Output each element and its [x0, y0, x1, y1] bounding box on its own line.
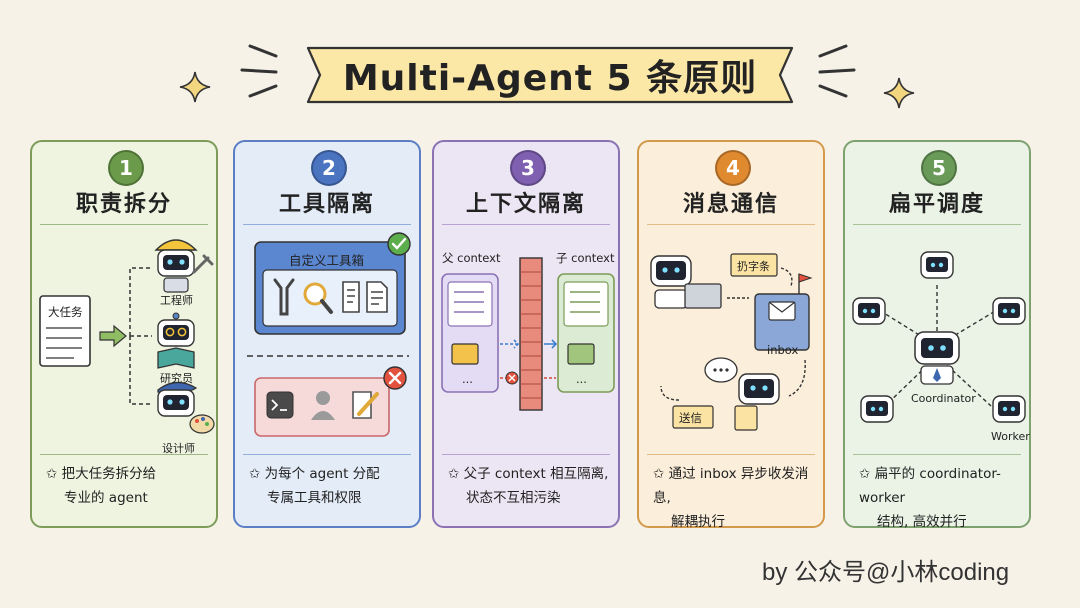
laptop-robot-icon	[650, 255, 722, 309]
footer-line: 解耦执行	[671, 514, 725, 530]
page-title: Multi-Agent 5 条原则	[342, 58, 758, 99]
parent-more-label: ...	[462, 372, 473, 386]
divider	[243, 224, 411, 225]
researcher-robot-icon	[157, 312, 195, 369]
step-number-badge: 1	[108, 150, 144, 186]
task-label: 大任务	[48, 305, 83, 319]
role-split-illustration	[39, 239, 215, 434]
worker-robot-icon	[852, 297, 886, 325]
inbox-icon	[754, 273, 813, 351]
card-footer: ✩ 为每个 agent 分配 专属工具和权限	[249, 462, 411, 510]
card-footer: ✩ 父子 context 相互隔离, 状态不互相污染	[448, 462, 610, 510]
folder-icon	[567, 343, 595, 365]
tool-isolation-illustration	[247, 232, 411, 437]
terminal-icon	[266, 391, 294, 419]
title-banner: Multi-Agent 5 条原则	[294, 40, 806, 110]
step-number-badge: 4	[715, 150, 751, 186]
wrench-icon	[273, 278, 295, 316]
divider	[40, 224, 208, 225]
card-context-isolation: 3 上下文隔离 父 context 子 context ... ... ✩ 父子…	[432, 140, 620, 528]
brick-wall-icon	[519, 257, 543, 411]
card-heading: 消息通信	[682, 192, 779, 217]
card-tool-isolation: 2 工具隔离 自定义工具箱 ✩ 为每个 agent 分配 专属工具和权限	[233, 140, 421, 528]
designer-label: 设计师	[162, 442, 195, 455]
card-heading: 上下文隔离	[465, 192, 586, 217]
flat-dispatch-illustration	[852, 251, 1026, 423]
footer-line: ✩ 为每个 agent 分配	[249, 466, 380, 482]
divider	[853, 224, 1021, 225]
toolbox-label: 自定义工具箱	[289, 253, 365, 268]
child-context-label: 子 context	[556, 251, 615, 265]
step-number-badge: 3	[510, 150, 546, 186]
card-heading: 扁平调度	[888, 192, 985, 217]
worker-robot-icon	[920, 251, 954, 279]
footer-line: 专业的 agent	[64, 490, 148, 506]
send-label: 送信	[679, 411, 702, 425]
edit-document-icon	[352, 391, 379, 419]
worker-label: Worker	[991, 430, 1030, 443]
inbox-label: inbox	[767, 343, 799, 357]
accent-strokes-left	[240, 44, 278, 98]
folder-icon	[451, 343, 479, 365]
worker-robot-icon	[860, 395, 894, 423]
worker-robot-icon	[992, 395, 1026, 423]
coordinator-label: Coordinator	[911, 392, 976, 405]
user-icon	[311, 391, 335, 420]
engineer-label: 工程师	[160, 294, 193, 307]
messaging-illustration	[650, 253, 813, 431]
banner-ribbon	[306, 46, 794, 104]
note-label: 扔字条	[737, 260, 770, 273]
document-icon	[342, 281, 360, 313]
coordinator-robot-icon	[914, 331, 960, 385]
researcher-label: 研究员	[160, 372, 193, 385]
card-messaging: 4 消息通信	[637, 140, 825, 530]
watermark: by 公众号@小林coding	[762, 559, 1010, 586]
footer-line: 状态不互相污染	[466, 490, 561, 506]
footer-line: 专属工具和权限	[267, 490, 362, 506]
divider	[40, 454, 208, 455]
divider	[442, 454, 610, 455]
reader-robot-icon	[734, 373, 780, 431]
divider	[853, 454, 1021, 455]
card-flat-dispatch: 5 扁平调度 Coordinator Worker ✩ 扁平的 coordina…	[843, 140, 1031, 530]
divider	[647, 224, 815, 225]
footer-line: ✩ 父子 context 相互隔离,	[448, 466, 609, 482]
divider	[647, 454, 815, 455]
footer-line: ✩ 通过 inbox 异步收发消息,	[653, 466, 809, 506]
divider	[243, 454, 411, 455]
designer-robot-icon	[157, 381, 215, 434]
card-role-split: 1 职责拆分	[30, 140, 218, 528]
card-footer: ✩ 通过 inbox 异步收发消息, 解耦执行	[653, 462, 815, 534]
child-more-label: ...	[576, 372, 587, 386]
footer-line: 结构, 高效并行	[877, 514, 967, 530]
footer-line: ✩ 扁平的 coordinator-worker	[859, 466, 1001, 506]
step-number-badge: 2	[311, 150, 347, 186]
accent-strokes-right	[818, 44, 856, 98]
divider	[442, 224, 610, 225]
parent-context-label: 父 context	[442, 251, 501, 265]
card-heading: 职责拆分	[75, 192, 172, 217]
card-heading: 工具隔离	[278, 192, 375, 217]
sparkle-icon	[179, 71, 211, 103]
worker-robot-icon	[992, 297, 1026, 325]
sparkle-icon	[883, 77, 915, 109]
footer-line: ✩ 把大任务拆分给	[46, 466, 157, 482]
step-number-badge: 5	[921, 150, 957, 186]
link-lines	[878, 284, 998, 407]
file-icon	[366, 281, 388, 313]
engineer-robot-icon	[154, 239, 214, 293]
magnifier-icon	[303, 282, 333, 314]
card-footer: ✩ 把大任务拆分给 专业的 agent	[46, 462, 208, 510]
context-isolation-illustration	[441, 257, 615, 411]
card-footer: ✩ 扁平的 coordinator-worker 结构, 高效并行	[859, 462, 1021, 534]
